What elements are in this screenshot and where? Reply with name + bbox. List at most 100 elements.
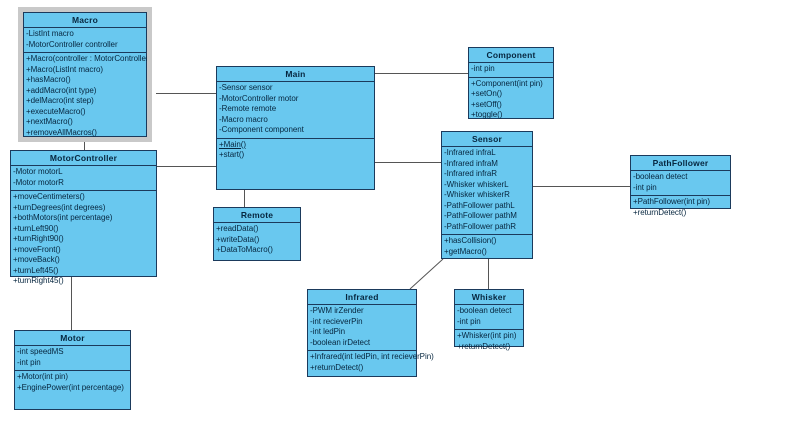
method-row: +Macro(ListInt macro) (26, 64, 103, 74)
method-row: +moveFront() (13, 244, 61, 254)
class-box-motorcontroller[interactable]: MotorController -Motor motorL -Motor mot… (10, 150, 157, 285)
method-row: +removeAllMacros() (26, 127, 97, 137)
class-box-motor[interactable]: Motor -int speedMS -int pin +Motor(int p… (14, 330, 131, 410)
association-main-component (375, 73, 468, 74)
attribute-row: -boolean detect (457, 306, 512, 315)
class-box-component[interactable]: Component -int pin +Component(int pin) +… (468, 47, 554, 119)
method-row: +Infrared(int ledPin, int recieverPin) (310, 352, 434, 361)
method-row: +returnDetect() (310, 362, 364, 372)
method-row: +setOn() (471, 89, 502, 98)
class-attributes-sensor: -Infrared infraL -Infrared infraM -Infra… (442, 147, 532, 235)
method-row: +turnRight45() (13, 276, 64, 285)
attribute-row: -int pin (633, 182, 657, 192)
class-box-whisker[interactable]: Whisker -boolean detect -int pin +Whiske… (454, 289, 524, 351)
attribute-row: -PathFollower pathR (444, 221, 516, 231)
class-title-whisker: Whisker (455, 290, 523, 305)
class-title-infrared: Infrared (308, 290, 416, 305)
association-motorcontroller-motor-v (71, 277, 72, 330)
method-row: +hasCollision() (444, 236, 497, 245)
class-methods-macro: +Macro(controller : MotorController) +Ma… (24, 53, 152, 140)
class-box-main[interactable]: Main -Sensor sensor -MotorController mot… (216, 66, 375, 190)
method-row: +turnLeft90() (13, 223, 59, 233)
method-row: +moveCentimeters() (13, 192, 85, 201)
attribute-row: -Macro macro (219, 114, 268, 124)
attribute-row: -boolean irDetect (310, 337, 371, 347)
attribute-row: -int pin (17, 357, 41, 367)
association-main-sensor (375, 162, 441, 163)
class-methods-remote: +readData() +writeData() +DataToMacro() (214, 223, 300, 262)
attribute-row: -ListInt macro (26, 29, 74, 38)
class-methods-whisker: +Whisker(int pin) +returnDetect() (455, 330, 523, 354)
method-row: +Component(int pin) (471, 78, 543, 88)
method-row: +start() (219, 150, 245, 159)
attribute-row: -Motor motorR (13, 177, 64, 187)
attribute-row: -boolean detect (633, 172, 688, 181)
class-title-sensor: Sensor (442, 132, 532, 147)
class-title-component: Component (469, 48, 553, 63)
class-title-pathfollower: PathFollower (631, 156, 730, 171)
method-row: +toggle() (471, 110, 503, 119)
method-row: +Main() (219, 139, 246, 149)
method-row: +PathFollower(int pin) (633, 197, 710, 206)
attribute-row: -Infrared infraM (444, 158, 498, 168)
attribute-row: -MotorController controller (26, 39, 118, 49)
class-methods-component: +Component(int pin) +setOn() +setOff() +… (469, 78, 553, 123)
attribute-row: -Sensor sensor (219, 83, 273, 92)
association-macro-main (156, 93, 216, 94)
attribute-row: -int pin (457, 316, 481, 326)
class-box-macro[interactable]: Macro -ListInt macro -MotorController co… (18, 7, 152, 142)
method-row: +bothMotors(int percentage) (13, 213, 113, 222)
attribute-row: -int recieverPin (310, 316, 363, 326)
attribute-row: -int pin (471, 64, 495, 73)
method-row: +delMacro(int step) (26, 96, 94, 105)
attribute-row: -PathFollower pathM (444, 211, 517, 220)
method-row: +DataToMacro() (216, 245, 273, 254)
method-row: +executeMacro() (26, 106, 86, 116)
method-row: +turnLeft45() (13, 265, 59, 275)
attribute-row: -Infrared infraR (444, 169, 497, 178)
method-row: +Whisker(int pin) (457, 331, 517, 340)
class-title-motorcontroller: MotorController (11, 151, 156, 166)
attribute-row: -Whisker whiskerR (444, 190, 510, 199)
attribute-row: -Remote remote (219, 104, 277, 113)
attribute-row: -int speedMS (17, 347, 64, 356)
class-title-macro: Macro (24, 13, 146, 28)
association-motorcontroller-main (156, 166, 216, 167)
attribute-row: -MotorController motor (219, 93, 299, 103)
class-attributes-motorcontroller: -Motor motorL -Motor motorR (11, 166, 156, 191)
method-row: +Macro(controller : MotorController) (26, 54, 152, 63)
attribute-row: -Component component (219, 125, 304, 134)
method-row: +turnRight90() (13, 234, 64, 243)
class-box-remote[interactable]: Remote +readData() +writeData() +DataToM… (213, 207, 301, 261)
method-row: +readData() (216, 224, 259, 233)
class-attributes-motor: -int speedMS -int pin (15, 346, 130, 371)
class-box-pathfollower[interactable]: PathFollower -boolean detect -int pin +P… (630, 155, 731, 217)
method-row: +returnDetect() (457, 341, 511, 351)
class-box-infrared[interactable]: Infrared -PWM irZender -int recieverPin … (307, 289, 434, 378)
class-attributes-whisker: -boolean detect -int pin (455, 305, 523, 330)
attribute-row: -int ledPin (310, 327, 346, 336)
attribute-row: -Infrared infraL (444, 148, 496, 157)
method-row: +nextMacro() (26, 117, 73, 126)
class-attributes-infrared: -PWM irZender -int recieverPin -int ledP… (308, 305, 416, 351)
class-attributes-component: -int pin (469, 63, 553, 78)
class-methods-main: +Main() +start() (217, 139, 374, 192)
class-attributes-macro: -ListInt macro -MotorController controll… (24, 28, 146, 53)
class-attributes-main: -Sensor sensor -MotorController motor -R… (217, 82, 374, 139)
class-title-main: Main (217, 67, 374, 82)
class-methods-infrared: +Infrared(int ledPin, int recieverPin) +… (308, 351, 434, 378)
association-sensor-pathfollower (533, 186, 630, 187)
class-title-remote: Remote (214, 208, 300, 223)
class-box-sensor[interactable]: Sensor -Infrared infraL -Infrared infraM… (441, 131, 533, 259)
method-row: +Motor(int pin) (17, 372, 69, 381)
class-methods-sensor: +hasCollision() +getMacro() (442, 235, 532, 260)
association-macro-motorcontroller (84, 137, 85, 150)
method-row: +turnDegrees(int degrees) (13, 202, 106, 212)
method-row: +EnginePower(int percentage) (17, 382, 124, 392)
method-row: +hasMacro() (26, 75, 71, 84)
attribute-row: -Whisker whiskerL (444, 179, 509, 189)
method-row: +moveBack() (13, 255, 60, 264)
class-methods-motor: +Motor(int pin) +EnginePower(int percent… (15, 371, 130, 411)
method-row: +writeData() (216, 234, 260, 244)
